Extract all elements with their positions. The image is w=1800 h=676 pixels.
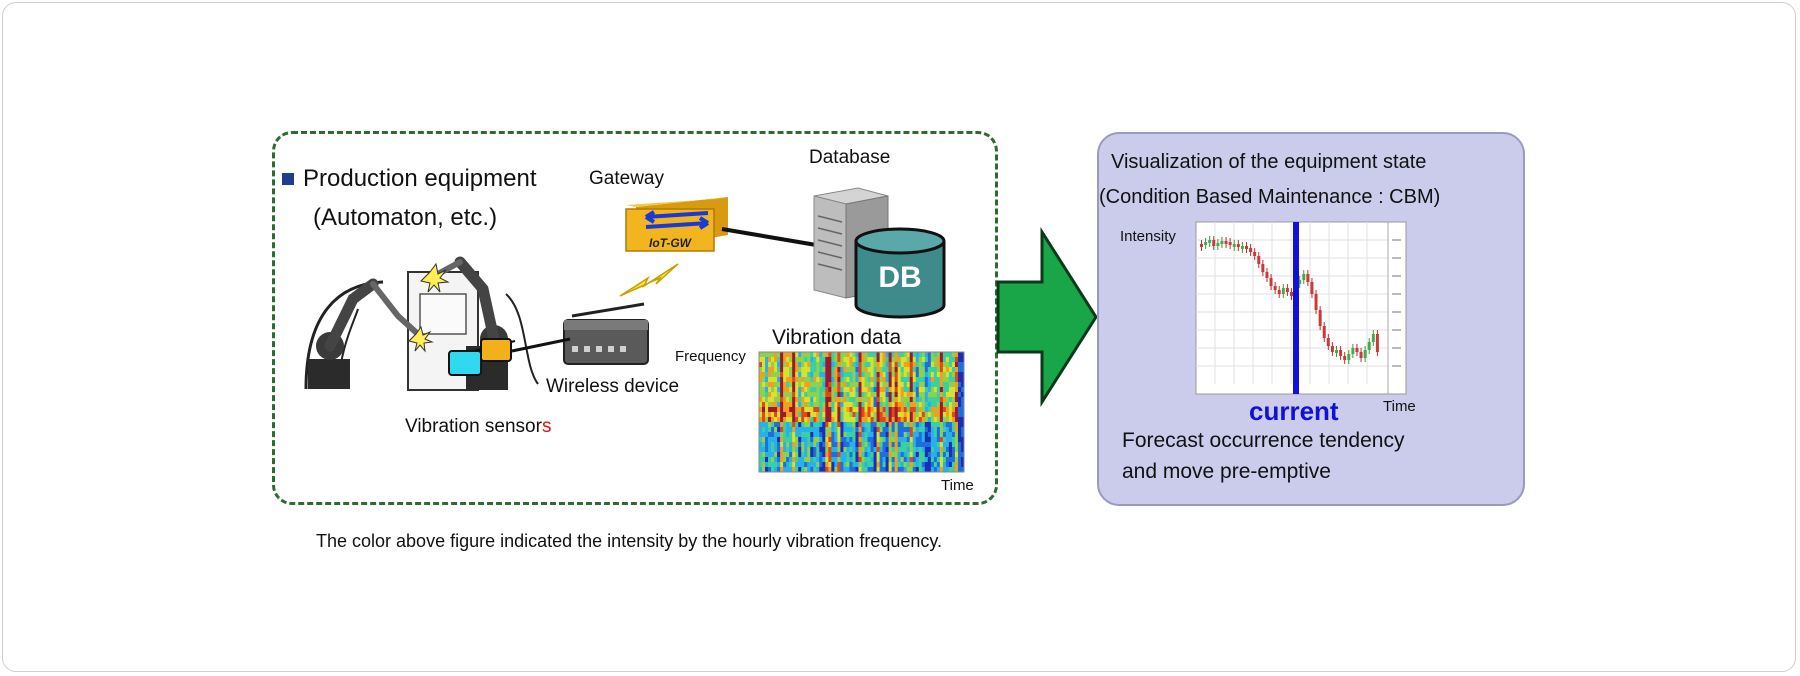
robot-arms-icon — [304, 256, 539, 391]
intensity-axis-label: Intensity — [1120, 228, 1176, 245]
forecast-line1: Forecast occurrence tendency — [1122, 429, 1405, 452]
frequency-axis-label: Frequency — [675, 348, 746, 365]
wireless-device-icon — [563, 302, 649, 365]
production-equipment-title: Production equipment — [303, 165, 537, 192]
chart-grid — [1196, 222, 1388, 384]
bullet-square-icon — [282, 173, 294, 185]
gateway-db-link — [721, 227, 829, 249]
vibration-spectrogram — [758, 351, 965, 473]
spectrogram-cells — [759, 352, 965, 473]
current-marker-label: current — [1249, 396, 1339, 426]
iot-gateway-icon: IoT-GW — [625, 197, 728, 252]
lightning-icon — [619, 263, 679, 297]
vibration-sensors-label: Vibration sensors — [405, 417, 551, 436]
vibration-sensor-icon — [448, 338, 516, 376]
sensors-label-main: Vibration sensor — [405, 416, 542, 437]
visualization-title-line1: Visualization of the equipment state — [1111, 151, 1427, 173]
gateway-label: Gateway — [589, 168, 664, 189]
sensor-wireless-link — [511, 337, 571, 353]
sensors-label-suffix: s — [541, 416, 552, 437]
wireless-device-label: Wireless device — [546, 376, 680, 397]
time-axis-label-left: Time — [941, 477, 974, 494]
gateway-device-text: IoT-GW — [649, 236, 693, 250]
visualization-title-line2: (Condition Based Maintenance : CBM) — [1099, 186, 1441, 208]
vibration-data-title: Vibration data — [772, 326, 902, 349]
db-cylinder-icon: DB — [854, 227, 946, 319]
current-marker-line — [1293, 222, 1299, 394]
figure-caption: The color above figure indicated the int… — [316, 531, 943, 551]
database-label: Database — [809, 147, 891, 168]
intensity-trend-chart — [1195, 221, 1407, 395]
flow-arrow-icon — [996, 226, 1098, 408]
forecast-line2: and move pre-emptive — [1122, 460, 1331, 483]
time-axis-label-right: Time — [1383, 398, 1416, 415]
production-equipment-subtitle: (Automaton, etc.) — [313, 204, 498, 231]
chart-axis-ticks — [1392, 239, 1401, 367]
db-text: DB — [878, 261, 921, 294]
chart-candles — [1200, 236, 1379, 364]
